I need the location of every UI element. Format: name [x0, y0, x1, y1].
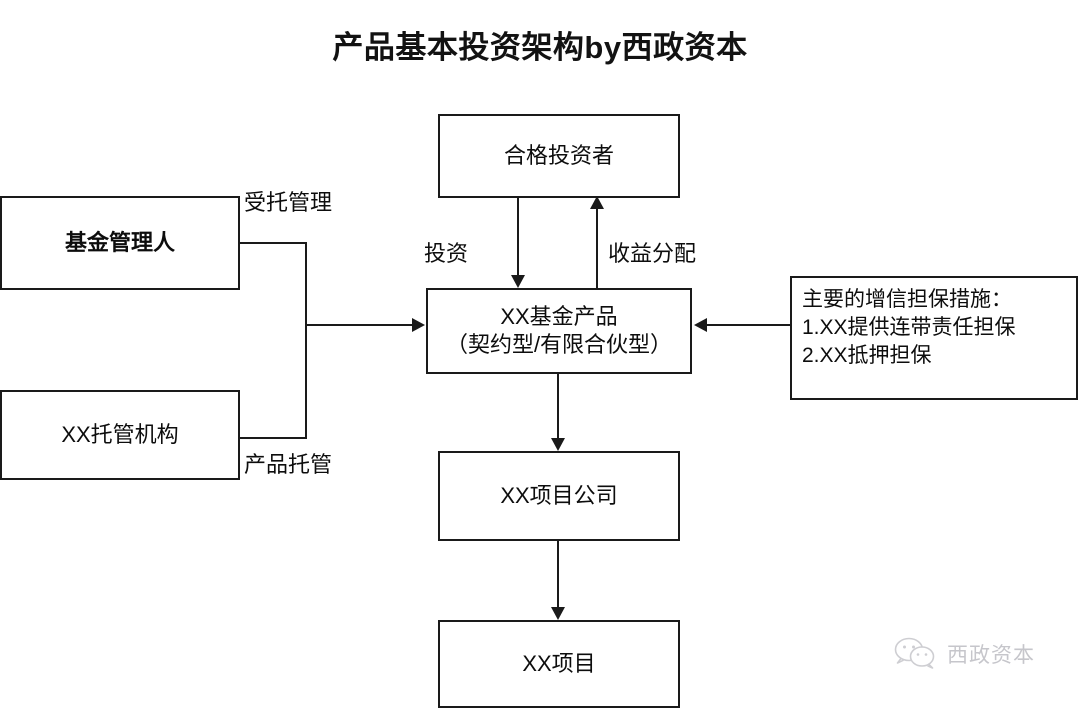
wechat-icon [893, 637, 939, 671]
edge-fund-manager-stub [238, 242, 307, 245]
watermark-text: 西政资本 [947, 644, 1035, 667]
edge-fund-to-project-company-line [557, 373, 560, 439]
node-fund-product-line1: XX基金产品 [500, 303, 618, 329]
node-fund-product[interactable]: XX基金产品 （契约型/有限合伙型） [426, 288, 692, 374]
edge-credit-to-fund-arrowhead [694, 318, 707, 332]
edge-label-entrusted-management: 受托管理 [244, 190, 333, 215]
edge-project-company-to-project-line [557, 540, 560, 608]
node-custodian-label: XX托管机构 [61, 421, 179, 447]
node-credit-enhancement-line2: 1.XX提供连带责任担保 [802, 315, 1016, 339]
node-credit-enhancement-line1: 主要的增信担保措施： [802, 288, 1012, 311]
edge-profit-distribution-line [596, 196, 599, 288]
edge-project-company-to-project-arrowhead [551, 607, 565, 620]
node-fund-manager[interactable]: 基金管理人 [0, 196, 240, 290]
edge-label-investment: 投资 [424, 241, 469, 266]
node-project-company[interactable]: XX项目公司 [438, 451, 680, 541]
edge-fund-to-project-company-arrowhead [551, 438, 565, 451]
node-project[interactable]: XX项目 [438, 620, 680, 708]
node-qualified-investor-label: 合格投资者 [503, 142, 614, 168]
page-title: 产品基本投资架构by西政资本 [332, 30, 748, 65]
edge-label-profit-distribution: 收益分配 [608, 241, 697, 266]
edge-investment-line [517, 198, 520, 276]
edge-left-to-fund-line [305, 324, 413, 327]
edge-custodian-stub [238, 437, 307, 440]
node-credit-enhancement[interactable]: 主要的增信担保措施： 1.XX提供连带责任担保 2.XX抵押担保 [790, 276, 1078, 400]
node-credit-enhancement-line3: 2.XX抵押担保 [802, 343, 932, 367]
node-fund-product-line2: （契约型/有限合伙型） [445, 332, 673, 357]
node-project-label: XX项目 [522, 650, 596, 676]
edge-left-bracket-vertical [305, 242, 308, 439]
edge-label-product-custody: 产品托管 [244, 452, 333, 477]
edge-left-to-fund-arrowhead [412, 318, 425, 332]
edge-credit-to-fund-line [706, 324, 792, 327]
edge-investment-arrowhead [511, 275, 525, 288]
watermark: 西政资本 [893, 637, 1035, 671]
node-project-company-label: XX项目公司 [500, 482, 618, 508]
edge-profit-distribution-arrowhead [590, 196, 604, 209]
node-qualified-investor[interactable]: 合格投资者 [438, 114, 680, 198]
node-fund-manager-label: 基金管理人 [64, 229, 175, 255]
node-custodian[interactable]: XX托管机构 [0, 390, 240, 480]
